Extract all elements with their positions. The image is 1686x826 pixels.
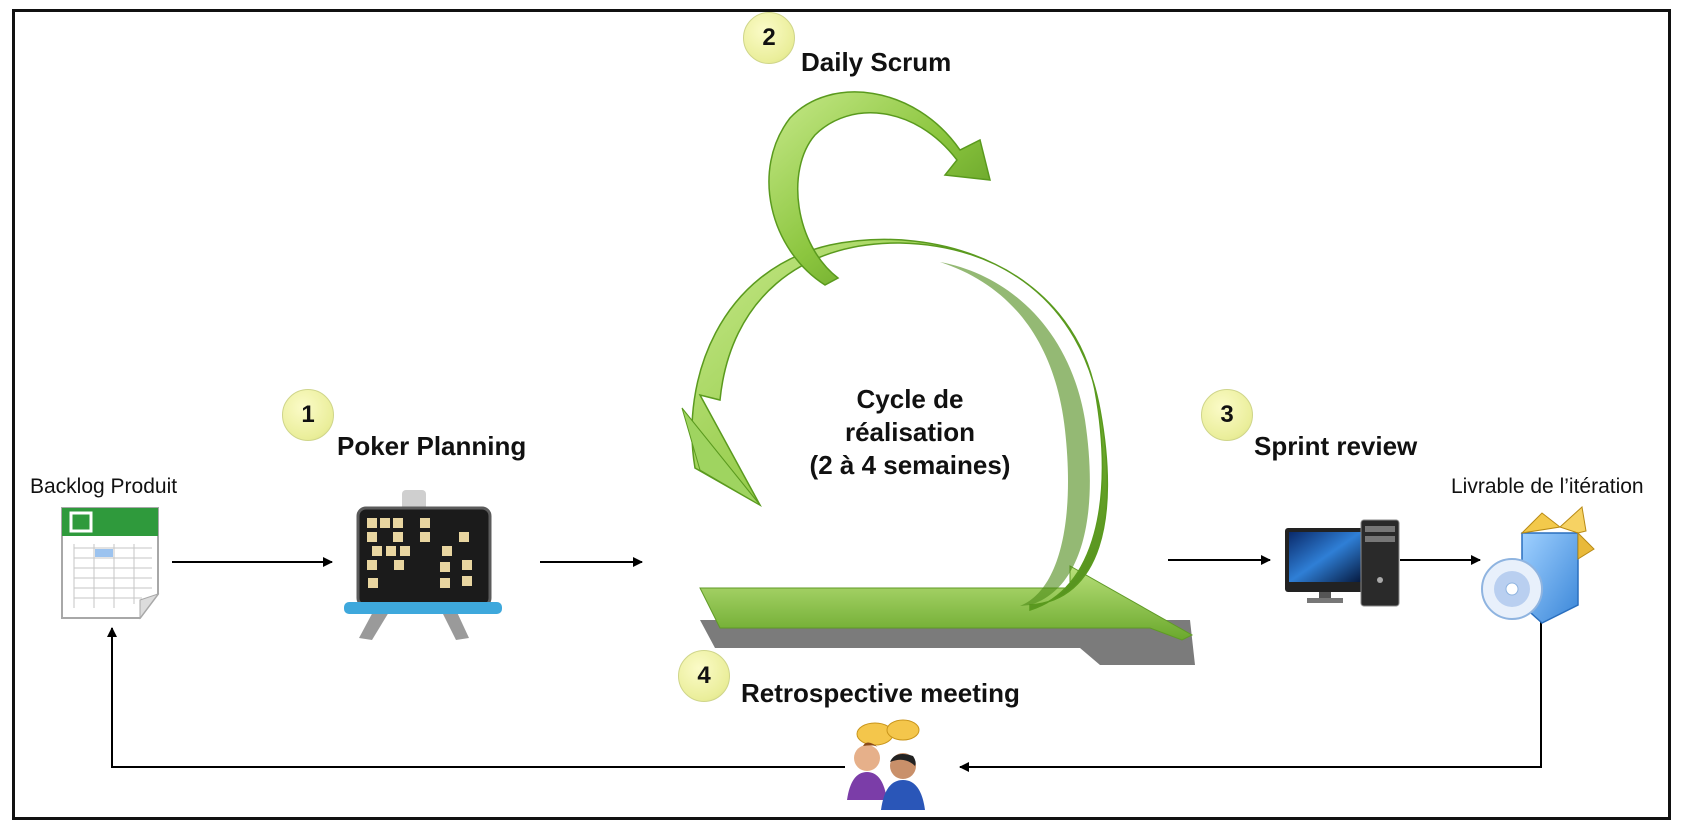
daily-loop [768,91,991,286]
flow-connectors [107,555,1542,772]
spreadsheet-icon [61,507,160,620]
people-chat-icon [847,719,925,810]
connector-deliverable-to-retro [959,622,1542,772]
planning-board-icon [344,490,502,640]
step-label-poker-planning: Poker Planning [337,431,527,461]
step-badge-1: 1 [282,389,334,441]
computer-icon [1285,519,1400,607]
cycle-loop-inner-face [940,262,1090,606]
step-label-daily-scrum: Daily Scrum [801,47,952,77]
cycle-arrow-shadow [700,620,1195,665]
cycle-loop-arrowhead [681,407,761,506]
step-badge-4: 4 [678,650,730,702]
step-label-sprint-review: Sprint review [1254,431,1418,461]
daily-scrum-arrow [768,91,991,286]
connector-retro-to-backlog [107,627,845,768]
step-badge-2: 2 [743,12,795,64]
package-cd-icon [1481,506,1595,624]
cycle-loop [691,238,1109,612]
cycle-label-line1: Cycle de [856,384,964,414]
step-label-retrospective-meeting: Retrospective meeting [741,678,1020,708]
deliverable-label: Livrable de l’itération [1451,475,1644,498]
cycle-label-line2: réalisation [844,417,976,447]
step-badge-3: 3 [1201,389,1253,441]
cycle-label: Cycle de réalisation (2 à 4 semaines) [780,383,1040,482]
sprint-cycle-arrow [681,238,1195,665]
backlog-label: Backlog Produit [30,475,178,498]
cycle-label-line3: (2 à 4 semaines) [809,450,1011,480]
